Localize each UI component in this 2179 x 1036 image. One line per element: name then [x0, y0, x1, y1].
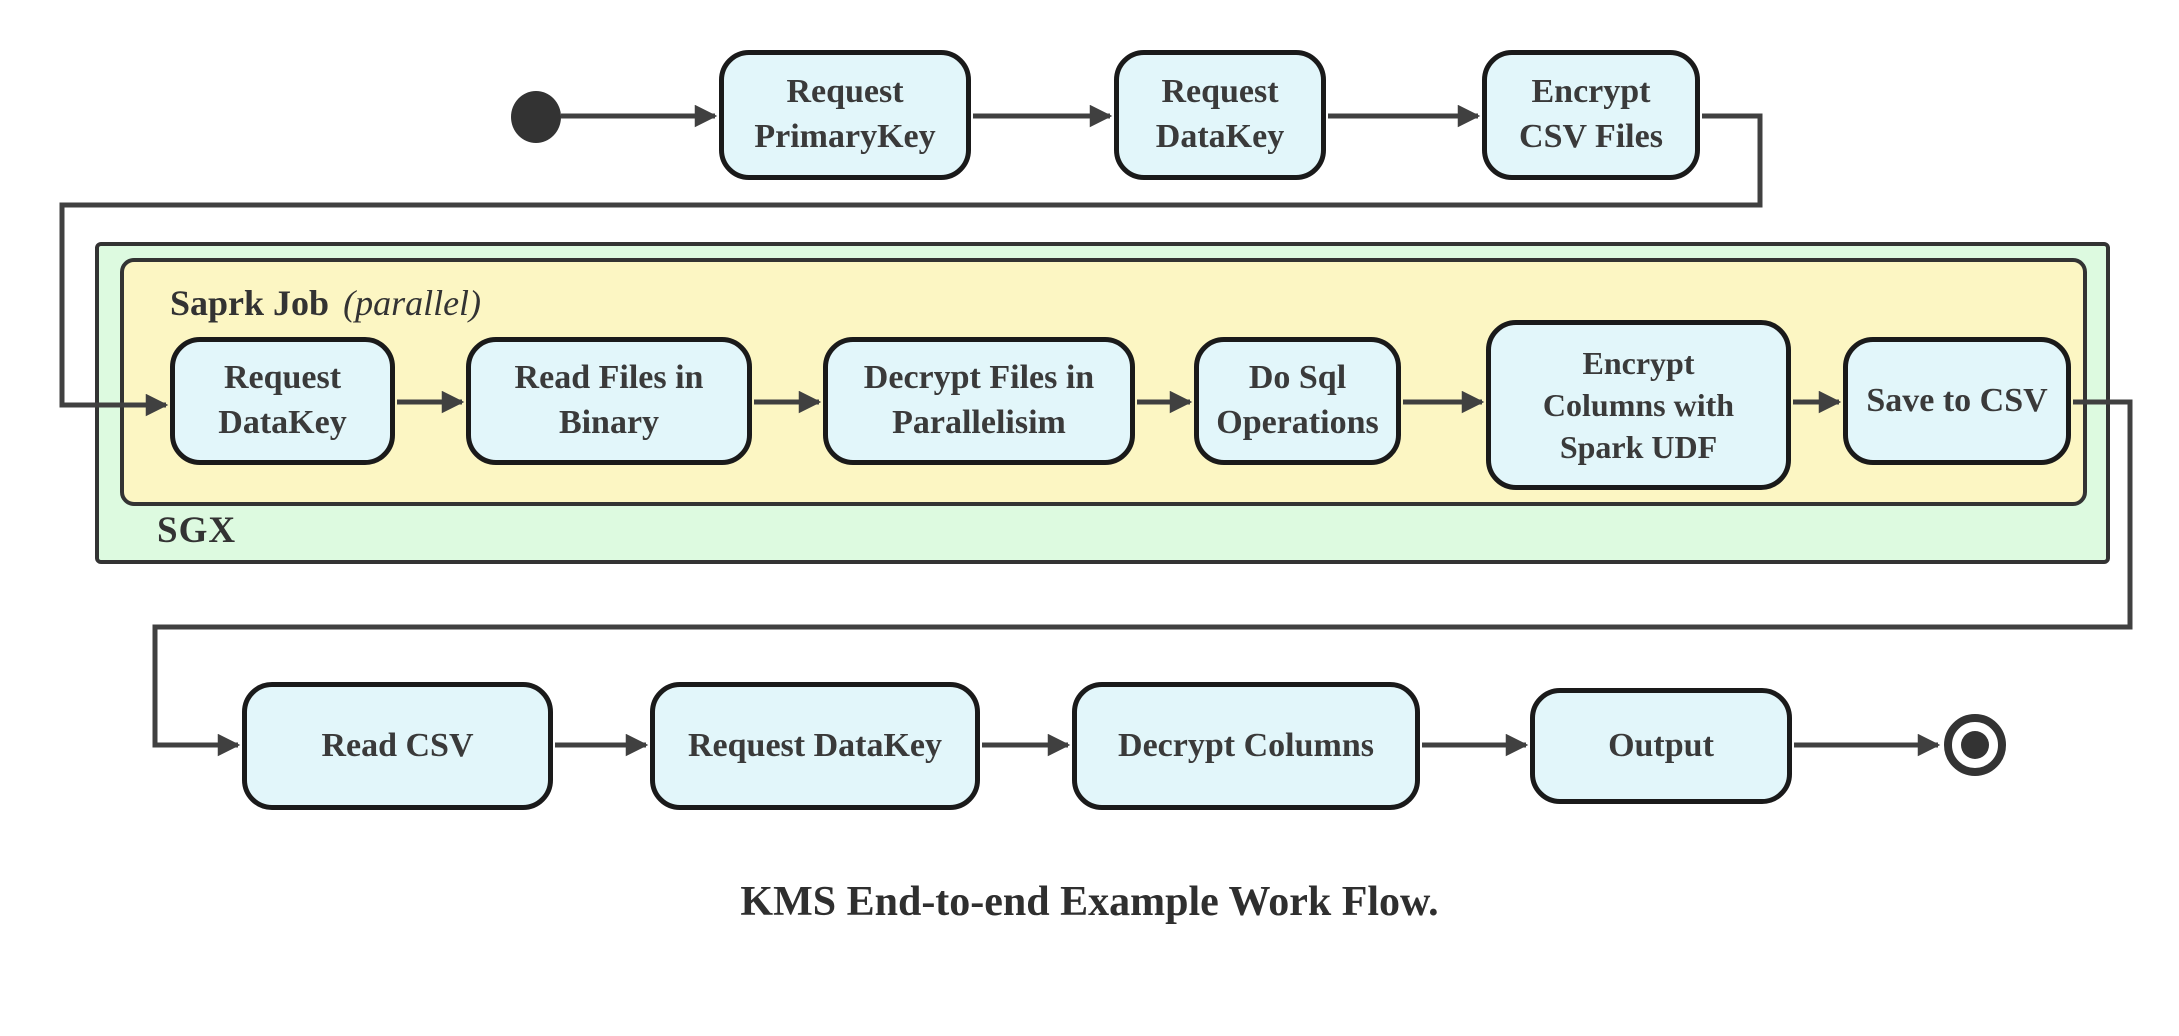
arrow-save-csv-to-read-csv: [152, 399, 2133, 757]
arrow-encrypt-csv-to-sgx-request-datakey: [59, 113, 1763, 417]
initial-state-node: [511, 91, 561, 143]
spark-job-container-label: Saprk Job (parallel): [170, 282, 481, 324]
sgx-container-label: SGX: [157, 510, 237, 551]
node-output: Output: [1530, 688, 1792, 804]
node-request-primarykey: Request PrimaryKey: [719, 50, 971, 180]
spark-job-label-text: Saprk Job: [170, 283, 330, 323]
node-request-datakey-bottom: Request DataKey: [650, 682, 980, 810]
node-request-datakey-sgx: Request DataKey: [170, 337, 395, 465]
node-save-to-csv: Save to CSV: [1843, 337, 2071, 465]
node-decrypt-columns: Decrypt Columns: [1072, 682, 1420, 810]
spark-job-parallel-text: (parallel): [343, 283, 482, 323]
node-read-csv: Read CSV: [242, 682, 553, 810]
final-state-inner-dot-icon: [1961, 731, 1989, 759]
node-read-files-in-binary: Read Files in Binary: [466, 337, 752, 465]
node-decrypt-files-in-parallelisim: Decrypt Files in Parallelisim: [823, 337, 1135, 465]
final-state-node: [1944, 714, 2006, 776]
node-encrypt-columns-with-spark-udf: Encrypt Columns with Spark UDF: [1486, 320, 1791, 490]
node-request-datakey-top: Request DataKey: [1114, 50, 1326, 180]
diagram-caption: KMS End-to-end Example Work Flow.: [740, 879, 1439, 925]
node-encrypt-csv-files: Encrypt CSV Files: [1482, 50, 1700, 180]
node-do-sql-operations: Do Sql Operations: [1194, 337, 1401, 465]
